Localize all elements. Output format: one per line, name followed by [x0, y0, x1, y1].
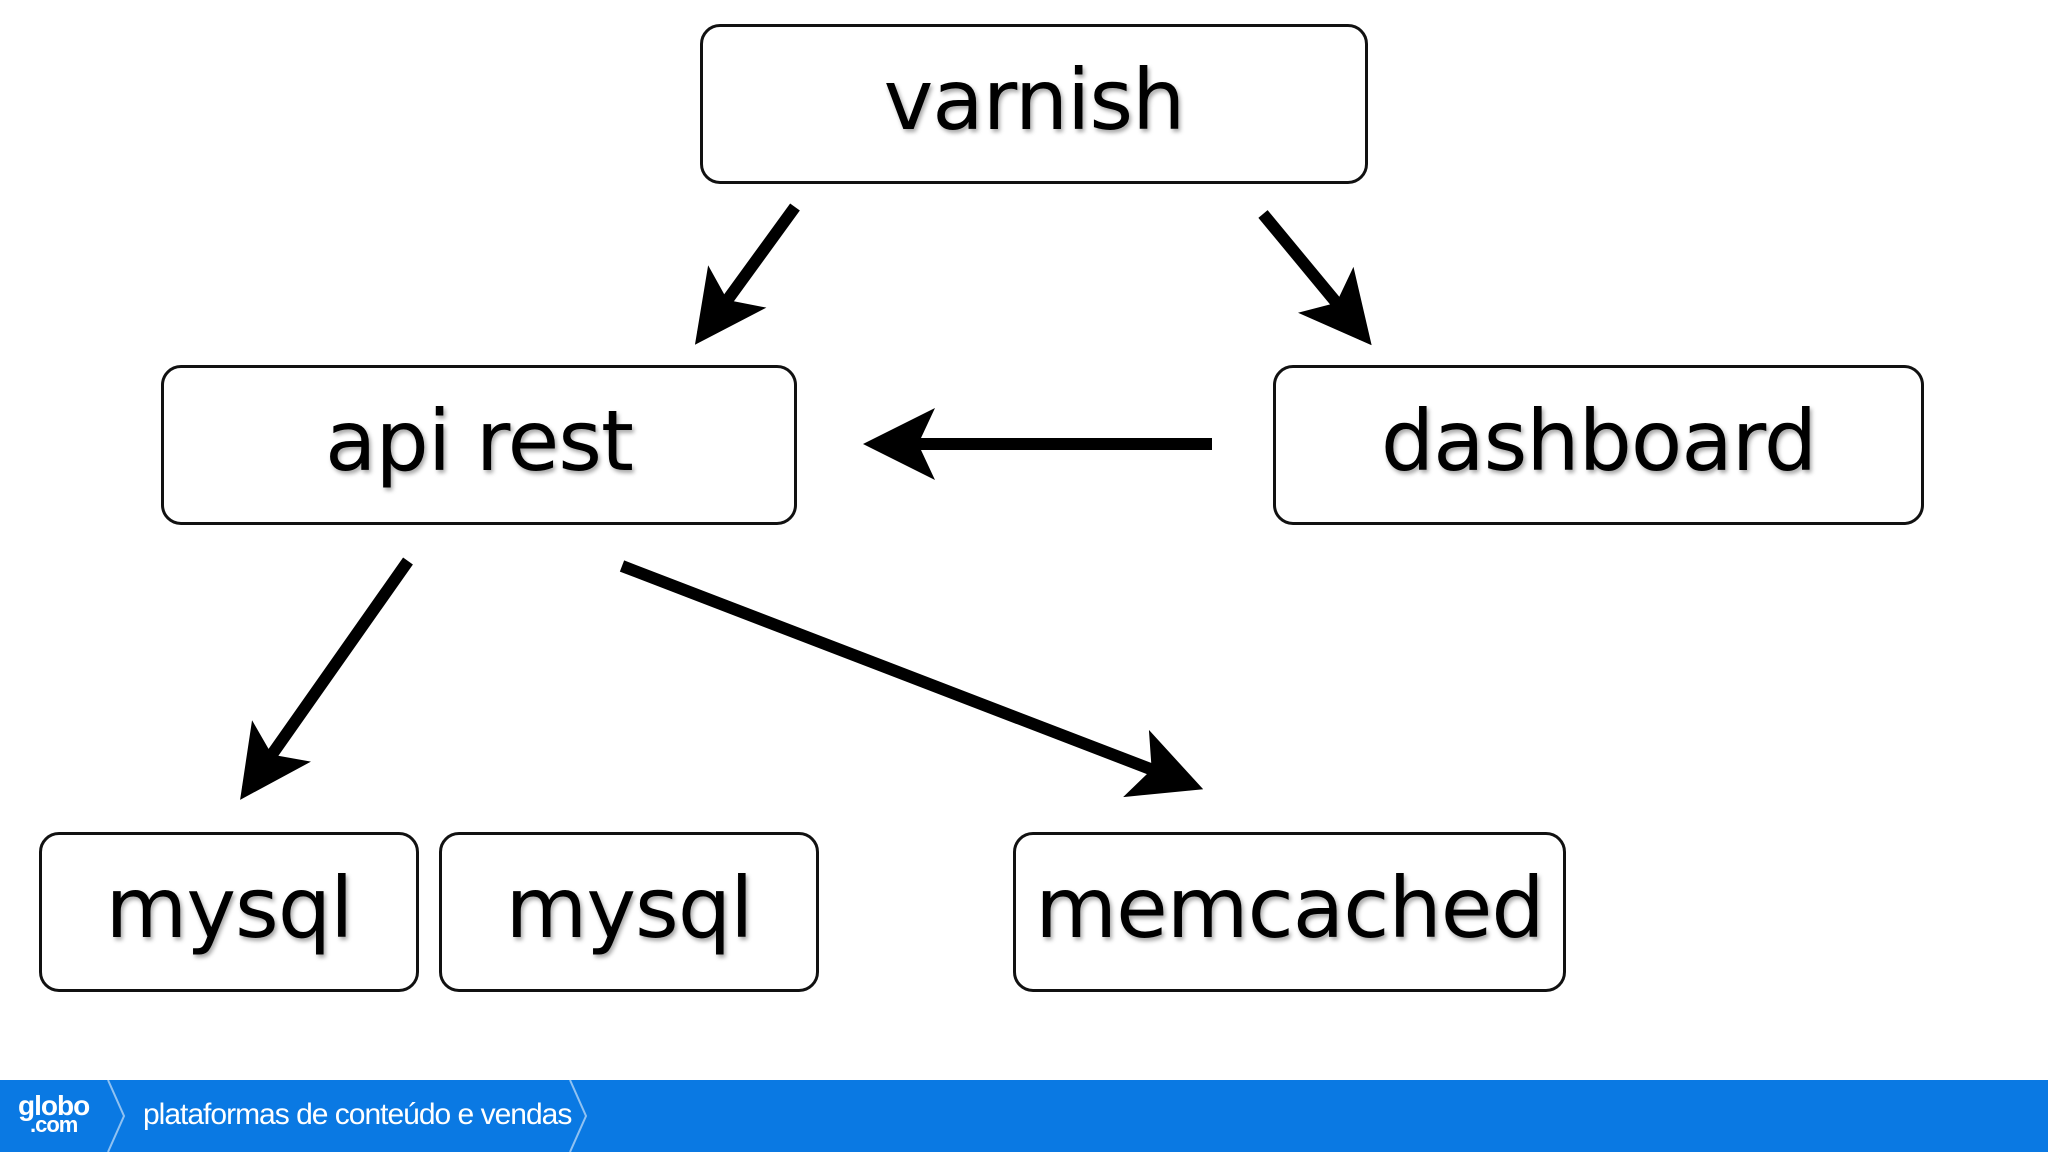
logo-text-globo: globo: [18, 1090, 90, 1121]
diagram-edges: [240, 203, 1372, 800]
node-memcached: memcached: [1013, 832, 1566, 992]
node-dashboard: dashboard: [1273, 365, 1924, 525]
edge-varnish-to-api-rest: [694, 203, 800, 345]
node-api-rest: api rest: [161, 365, 797, 525]
edge-api-rest-to-memcached: [619, 560, 1204, 798]
node-mysql-1: mysql: [39, 832, 419, 992]
chevron-right-icon: [107, 1080, 126, 1152]
globo-logo: globo .com: [18, 1088, 102, 1144]
footer-tagline: plataformas de conteúdo e vendas: [143, 1098, 572, 1131]
footer-bar: globo .com plataformas de conteúdo e ven…: [0, 1080, 2048, 1152]
logo-text-com: .com: [30, 1112, 78, 1137]
edge-api-rest-to-mysql: [240, 557, 413, 800]
chevron-right-icon: [569, 1080, 588, 1152]
node-varnish: varnish: [700, 24, 1368, 184]
node-mysql-2: mysql: [439, 832, 819, 992]
edge-varnish-to-dashboard: [1258, 210, 1372, 346]
